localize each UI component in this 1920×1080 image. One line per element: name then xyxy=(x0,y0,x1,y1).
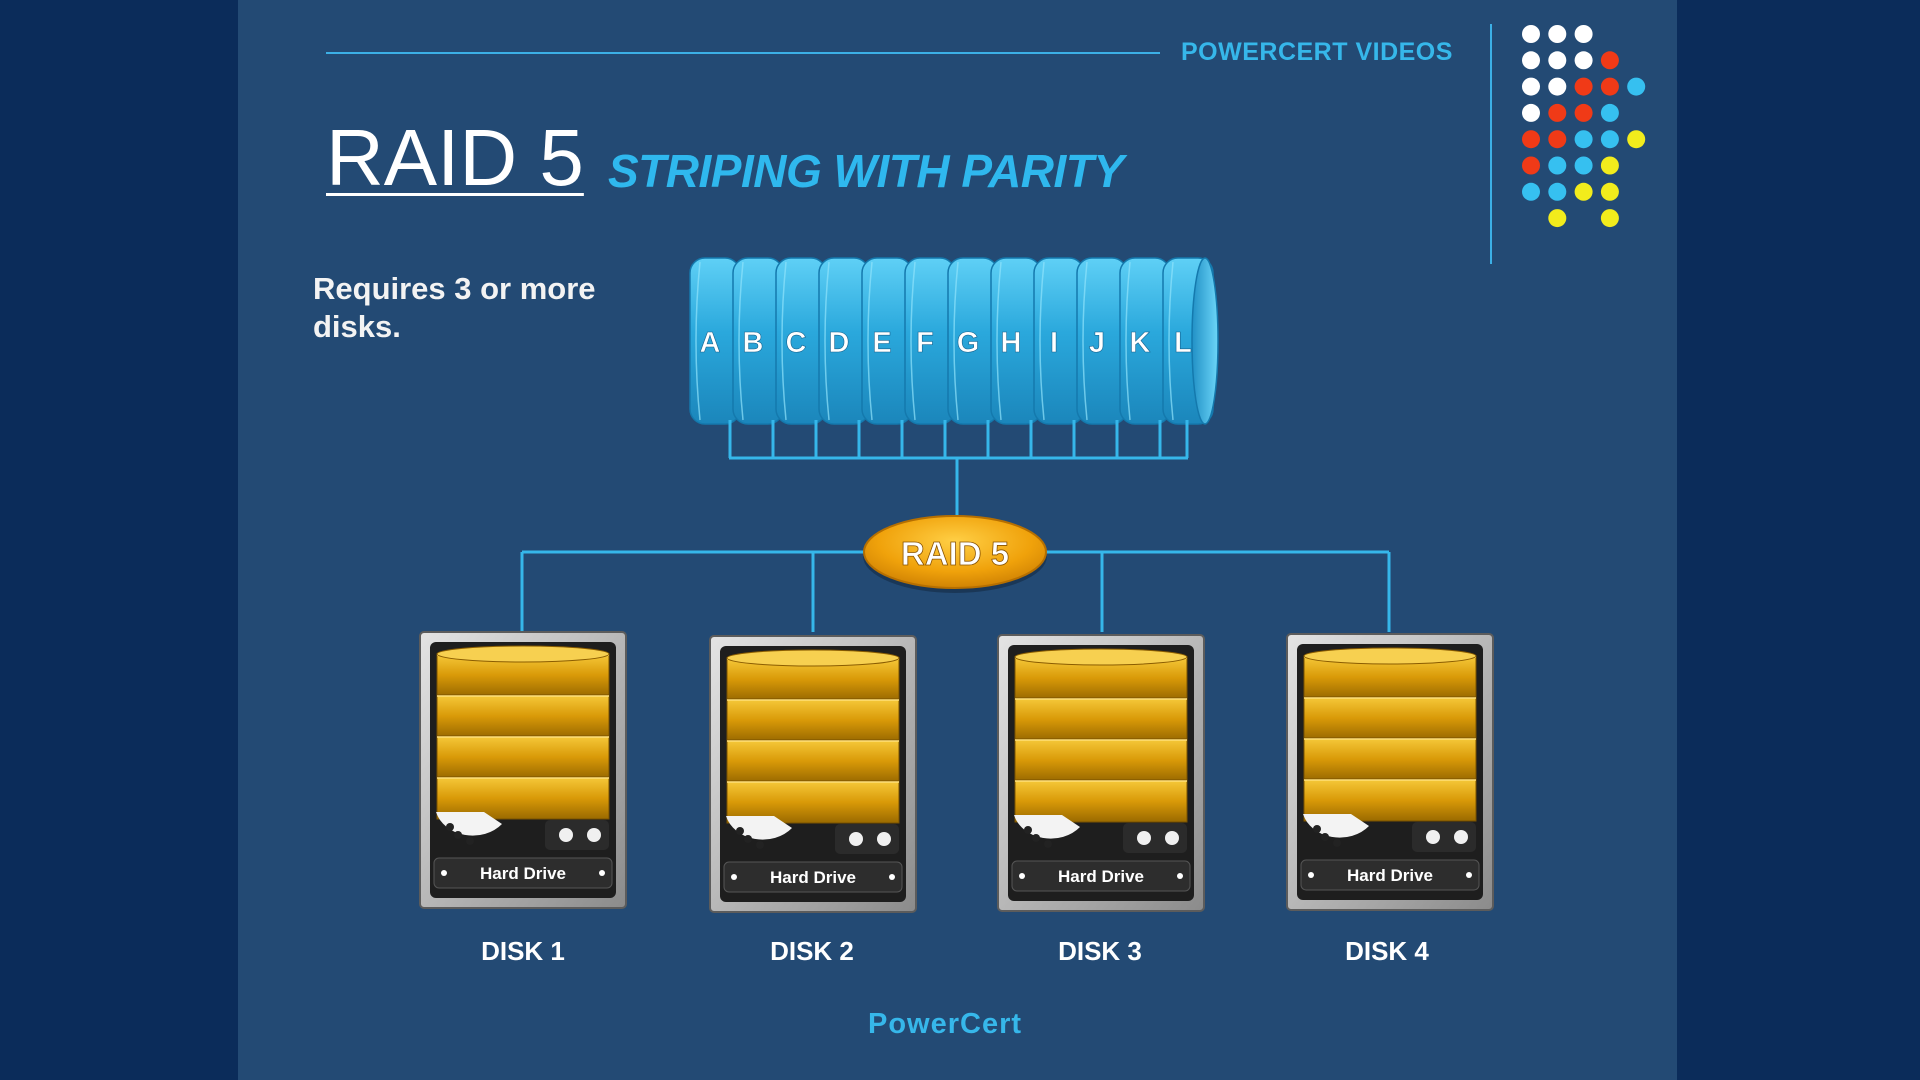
dot xyxy=(1600,77,1619,96)
block-letter: B xyxy=(743,327,764,359)
block-letter: E xyxy=(872,327,891,359)
block-letter: F xyxy=(916,327,934,359)
dot xyxy=(1548,51,1567,70)
dot xyxy=(1548,209,1567,228)
dot xyxy=(1600,182,1619,201)
controller-label: RAID 5 xyxy=(901,535,1009,572)
connector-lines xyxy=(520,420,1391,632)
dot xyxy=(1627,77,1646,96)
dot xyxy=(1522,25,1540,43)
header-line xyxy=(326,52,1160,54)
disk-label-2: DISK 2 xyxy=(770,936,854,966)
page-title: RAID 5 xyxy=(326,113,584,202)
dot xyxy=(1522,130,1540,149)
dot xyxy=(1574,77,1593,96)
dot xyxy=(1548,130,1567,149)
drum-end-cap xyxy=(1191,257,1219,425)
data-block xyxy=(1033,257,1085,425)
dot xyxy=(1574,51,1593,70)
block-letter: L xyxy=(1174,327,1192,359)
dot xyxy=(1522,77,1540,96)
dot xyxy=(1600,130,1619,149)
block-letter: K xyxy=(1130,327,1151,359)
block-letter: D xyxy=(829,327,850,359)
dot xyxy=(1574,182,1593,201)
block-letter: H xyxy=(1001,327,1022,359)
data-block xyxy=(947,257,999,425)
block-letter: I xyxy=(1050,327,1058,359)
dot xyxy=(1574,130,1593,149)
dot xyxy=(1574,156,1593,175)
hard-drives: Hard Drive Hard Drive Hard Drive Hard Drive xyxy=(419,631,1494,913)
dot xyxy=(1548,103,1567,122)
raid-controller: RAID 5 xyxy=(863,515,1047,593)
dot xyxy=(1548,25,1567,43)
page-subtitle: STRIPING WITH PARITY xyxy=(608,145,1124,197)
left-border xyxy=(0,0,238,1080)
header-divider xyxy=(1490,24,1492,264)
dot xyxy=(1548,77,1567,96)
footer-brand: PowerCert xyxy=(868,1008,1023,1040)
dot xyxy=(1600,209,1619,228)
controller-oval xyxy=(863,515,1047,589)
data-block xyxy=(732,257,784,425)
dot xyxy=(1574,25,1593,43)
hard-drive: Hard Drive xyxy=(709,635,917,913)
requirement-note: Requires 3 or more disks. xyxy=(313,271,596,344)
drive-label: Hard Drive xyxy=(1058,867,1144,886)
dot xyxy=(1522,156,1540,175)
dot xyxy=(1522,51,1540,70)
disk-label-3: DISK 3 xyxy=(1058,936,1142,966)
hard-drive: Hard Drive xyxy=(419,631,627,909)
disk-label-4: DISK 4 xyxy=(1345,936,1429,966)
drive-label: Hard Drive xyxy=(480,864,566,883)
brand-name: POWERCERT VIDEOS xyxy=(1181,38,1453,66)
dot xyxy=(1600,51,1619,70)
dot xyxy=(1548,156,1567,175)
dot xyxy=(1600,103,1619,122)
disk-label-1: DISK 1 xyxy=(481,936,565,966)
block-letter: G xyxy=(957,327,980,359)
right-border xyxy=(1677,0,1920,1080)
dot xyxy=(1574,103,1593,122)
dot xyxy=(1627,130,1646,149)
dot xyxy=(1522,103,1540,122)
dot xyxy=(1600,156,1619,175)
drive-label: Hard Drive xyxy=(1347,866,1433,885)
dot xyxy=(1522,182,1540,201)
block-letter: C xyxy=(786,327,807,359)
drive-label: Hard Drive xyxy=(770,868,856,887)
dot xyxy=(1548,182,1567,201)
hard-drive: Hard Drive xyxy=(1286,633,1494,911)
hard-drive: Hard Drive xyxy=(997,634,1205,912)
block-letter: J xyxy=(1089,327,1105,359)
block-letter: A xyxy=(700,327,721,359)
